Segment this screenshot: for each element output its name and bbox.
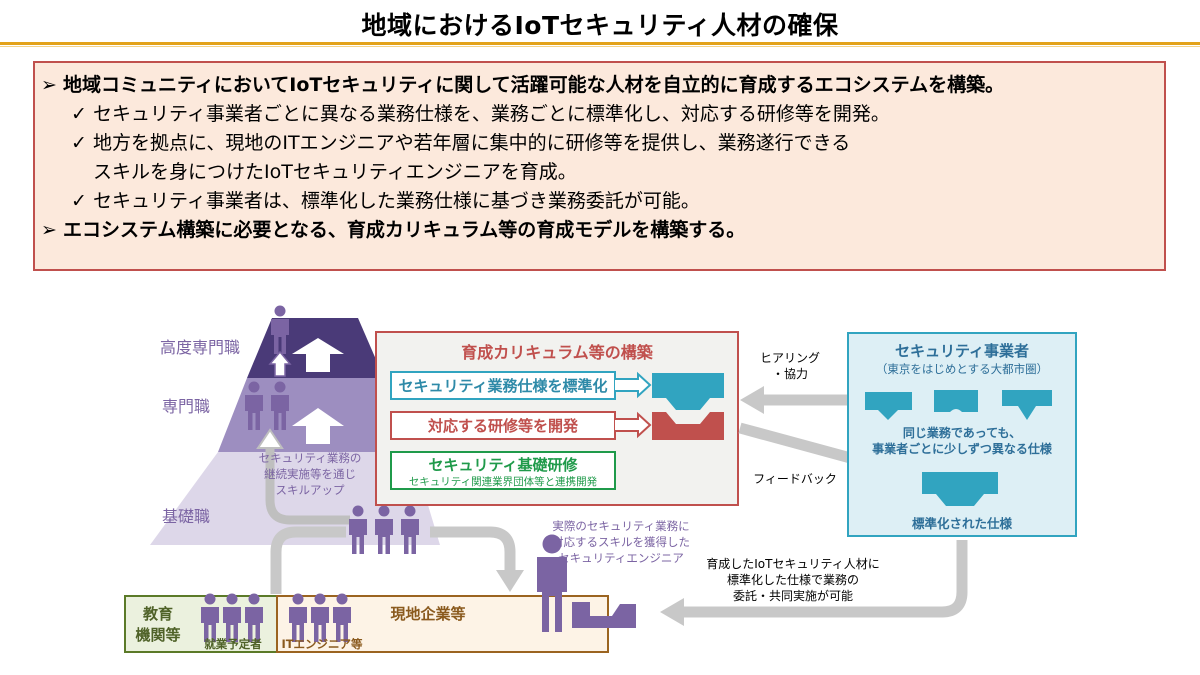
level-specialist: 専門職 [162,397,210,416]
summary-point-1: ➢地域コミュニティにおいてIoTセキュリティに関して活躍可能な人材を自立的に育成… [41,71,1164,100]
summary-box: ➢地域コミュニティにおいてIoTセキュリティに関して活躍可能な人材を自立的に育成… [33,61,1166,271]
pyramid-base-tier [150,452,440,545]
local-company-box [276,595,609,653]
outcome-note-line-3: 委託・共同実施が可能 [733,588,853,603]
outcome-note-line-2: 標準化した仕様で業務の [727,572,859,587]
engineer-note-line-2: 対応するスキルを獲得した [552,535,690,549]
arrow-left-icon [660,598,684,626]
summary-check-3: ✓セキュリティ事業者は、標準化した業務仕様に基づき業務委託が可能。 [41,187,1164,216]
title-rule [0,42,1200,45]
spec-shape-teal [1002,390,1052,420]
workpiece-shape [572,602,636,628]
local-people-label: ITエンジニア等 [281,637,363,651]
standard-spec-shape [922,472,998,506]
up-arrow-icon [256,428,284,449]
up-arrow-icon [292,408,344,444]
vendor-note-line-2: 事業者ごとに少しずつ異なる仕様 [872,441,1053,456]
local-company-title: 現地企業等 [390,605,465,623]
summary-check-2: ✓地方を拠点に、現地のITエンジニアや若年層に集中的に研修等を提供し、業務遂行で… [41,129,1164,158]
arrow-bullet-icon: ➢ [41,74,57,96]
curriculum-item-training [390,411,616,440]
summary-check-2-continued: スキルを身につけたIoTセキュリティエンジニアを育成。 [93,161,577,183]
hearing-label-2: ・協力 [772,366,808,381]
curriculum-item-standardize-label: セキュリティ業務仕様を標準化 [398,377,607,395]
arrow-down-icon [496,570,524,592]
level-basic: 基礎職 [162,507,210,526]
arrow-left-icon [740,386,764,414]
spec-shape-teal [865,392,912,420]
engineer-note-line-3: セキュリティエンジニア [558,551,684,565]
curriculum-item-basic-training-label: セキュリティ基礎研修 [428,456,578,474]
spec-shape-teal [652,373,724,410]
spec-shape-teal [934,390,978,412]
skillup-note-line-1: セキュリティ業務の [259,451,362,465]
up-arrow-icon [292,338,344,372]
summary-point-2: ➢エコシステム構築に必要となる、育成カリキュラム等の育成モデルを構築する。 [41,216,1164,245]
people-icon-group [349,505,419,554]
check-icon: ✓ [71,190,87,212]
skillup-arrow [265,446,350,525]
arrow-right-icon [615,411,652,439]
arrow-bullet-icon: ➢ [41,219,57,241]
curriculum-item-basic-training-sub: セキュリティ関連業界団体等と連携開発 [409,475,598,488]
loop-arrow-down [430,526,516,572]
vendor-standard-label: 標準化された仕様 [912,516,1013,531]
check-icon: ✓ [71,103,87,125]
skillup-note-line-3: スキルアップ [276,483,345,497]
vendor-subtitle: （東京をはじめとする大都市圏） [876,362,1048,376]
outcome-arrow [680,540,968,618]
loop-arrow-up [270,526,346,594]
page-title: 地域におけるIoTセキュリティ人材の確保 [361,11,839,40]
outcome-note-line-1: 育成したIoTセキュリティ人材に [706,556,880,571]
education-people-label: 就業予定者 [204,637,262,651]
vendor-title: セキュリティ事業者 [895,342,1029,360]
curriculum-item-training-label: 対応する研修等を開発 [427,417,579,435]
hearing-label-1: ヒアリング [760,351,820,365]
curriculum-item-basic-training [390,451,616,490]
up-arrow-icon [268,350,292,377]
summary-check-1: ✓セキュリティ事業者ごとに異なる業務仕様を、業務ごとに標準化し、対応する研修等を… [41,100,1164,129]
arrow-right-icon [615,371,652,399]
title-rule-light [0,46,1200,47]
curriculum-title: 育成カリキュラム等の構築 [461,343,654,362]
check-icon: ✓ [71,132,87,154]
level-senior-specialist: 高度専門職 [160,338,240,357]
education-title-2: 機関等 [135,626,180,644]
feedback-label: フィードバック [753,472,837,486]
education-title-1: 教育 [142,605,173,623]
engineer-note-line-1: 実際のセキュリティ業務に [552,519,689,533]
training-shape-red [652,412,724,440]
vendor-note-line-1: 同じ業務であっても、 [903,425,1021,440]
skillup-note-line-2: 継続実施等を通じ [264,467,356,481]
